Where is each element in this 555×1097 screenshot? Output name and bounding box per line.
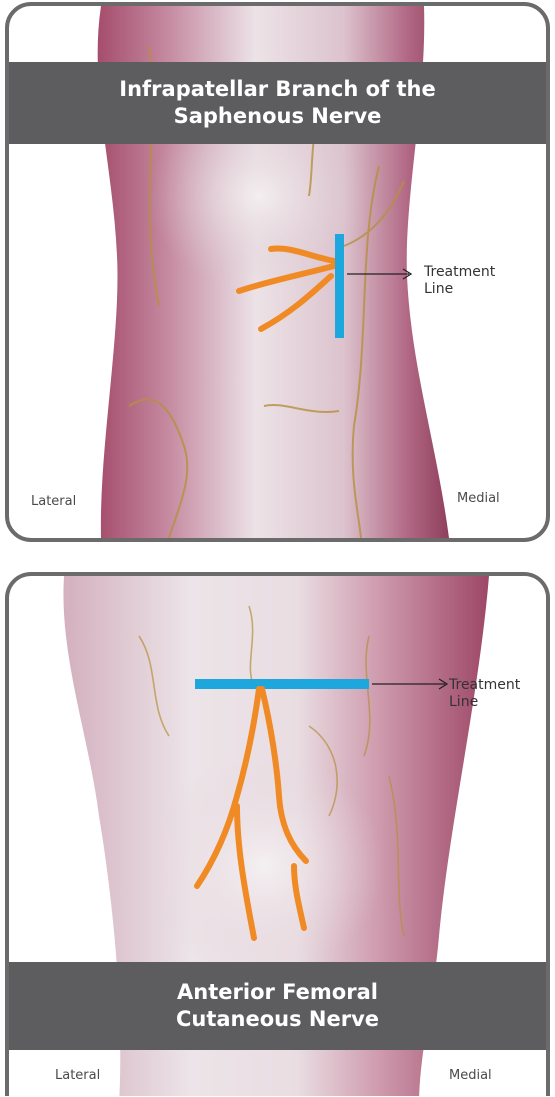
treatment-line-label: Treatment Line (424, 264, 495, 298)
title-bar: Infrapatellar Branch of the Saphenous Ne… (9, 62, 546, 144)
treatment-line (335, 234, 344, 338)
callout-line-1: Treatment (424, 264, 495, 281)
title-line-1: Infrapatellar Branch of the (9, 76, 546, 103)
medial-label: Medial (449, 1068, 492, 1083)
callout-line-2: Line (449, 694, 520, 711)
callout-line-2: Line (424, 281, 495, 298)
treatment-line (195, 679, 369, 689)
lateral-label: Lateral (55, 1068, 100, 1083)
medial-label: Medial (457, 491, 500, 506)
treatment-line-label: Treatment Line (449, 677, 520, 711)
title-line-1: Anterior Femoral (9, 979, 546, 1006)
title-line-2: Saphenous Nerve (9, 103, 546, 130)
lateral-label: Lateral (31, 494, 76, 509)
patella-highlight (144, 756, 384, 976)
title-bar: Anterior Femoral Cutaneous Nerve (9, 962, 546, 1050)
title-line-2: Cutaneous Nerve (9, 1006, 546, 1033)
panel-anterior-femoral: Treatment Line Anterior Femoral Cutaneou… (5, 572, 550, 1096)
callout-line-1: Treatment (449, 677, 520, 694)
panel-infrapatellar: Infrapatellar Branch of the Saphenous Ne… (5, 2, 550, 542)
